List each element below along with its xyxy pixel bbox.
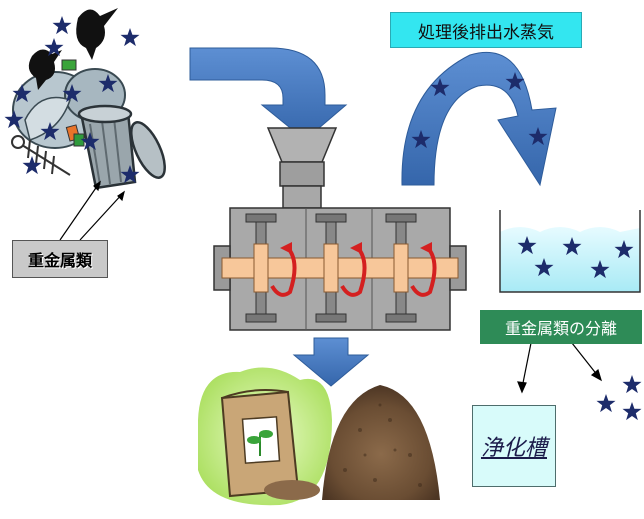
fertilizer-bag-icon xyxy=(220,389,300,498)
output-down-arrow xyxy=(292,337,370,387)
separation-arrows xyxy=(517,337,602,394)
heavy-metals-label-text: 重金属類 xyxy=(27,251,92,270)
soil-mound xyxy=(322,385,440,500)
steam-label-text: 処理後排出水蒸気 xyxy=(418,22,554,43)
water-container xyxy=(499,210,641,293)
trash-can-icon xyxy=(77,104,166,190)
separation-label-text: 重金属類の分離 xyxy=(504,319,617,338)
purification-tank-label: 浄化槽 xyxy=(472,405,556,487)
processing-machine xyxy=(213,127,467,331)
compost-output-illustration xyxy=(198,367,440,506)
separated-metals xyxy=(596,375,642,421)
heavy-metals-label: 重金属類 xyxy=(12,240,108,278)
fish-bone-icon xyxy=(11,135,71,176)
input-arrow xyxy=(189,47,348,141)
steam-label: 処理後排出水蒸気 xyxy=(390,12,582,48)
heavy-metals-pointers xyxy=(59,180,125,241)
steam-arc-arrow xyxy=(401,51,557,187)
separation-label: 重金属類の分離 xyxy=(480,310,642,344)
garbage-pile-illustration xyxy=(4,8,166,190)
rotation-arrow-icon xyxy=(270,246,437,297)
crow-icon xyxy=(28,8,118,90)
purification-tank-label-text: 浄化槽 xyxy=(480,436,547,461)
